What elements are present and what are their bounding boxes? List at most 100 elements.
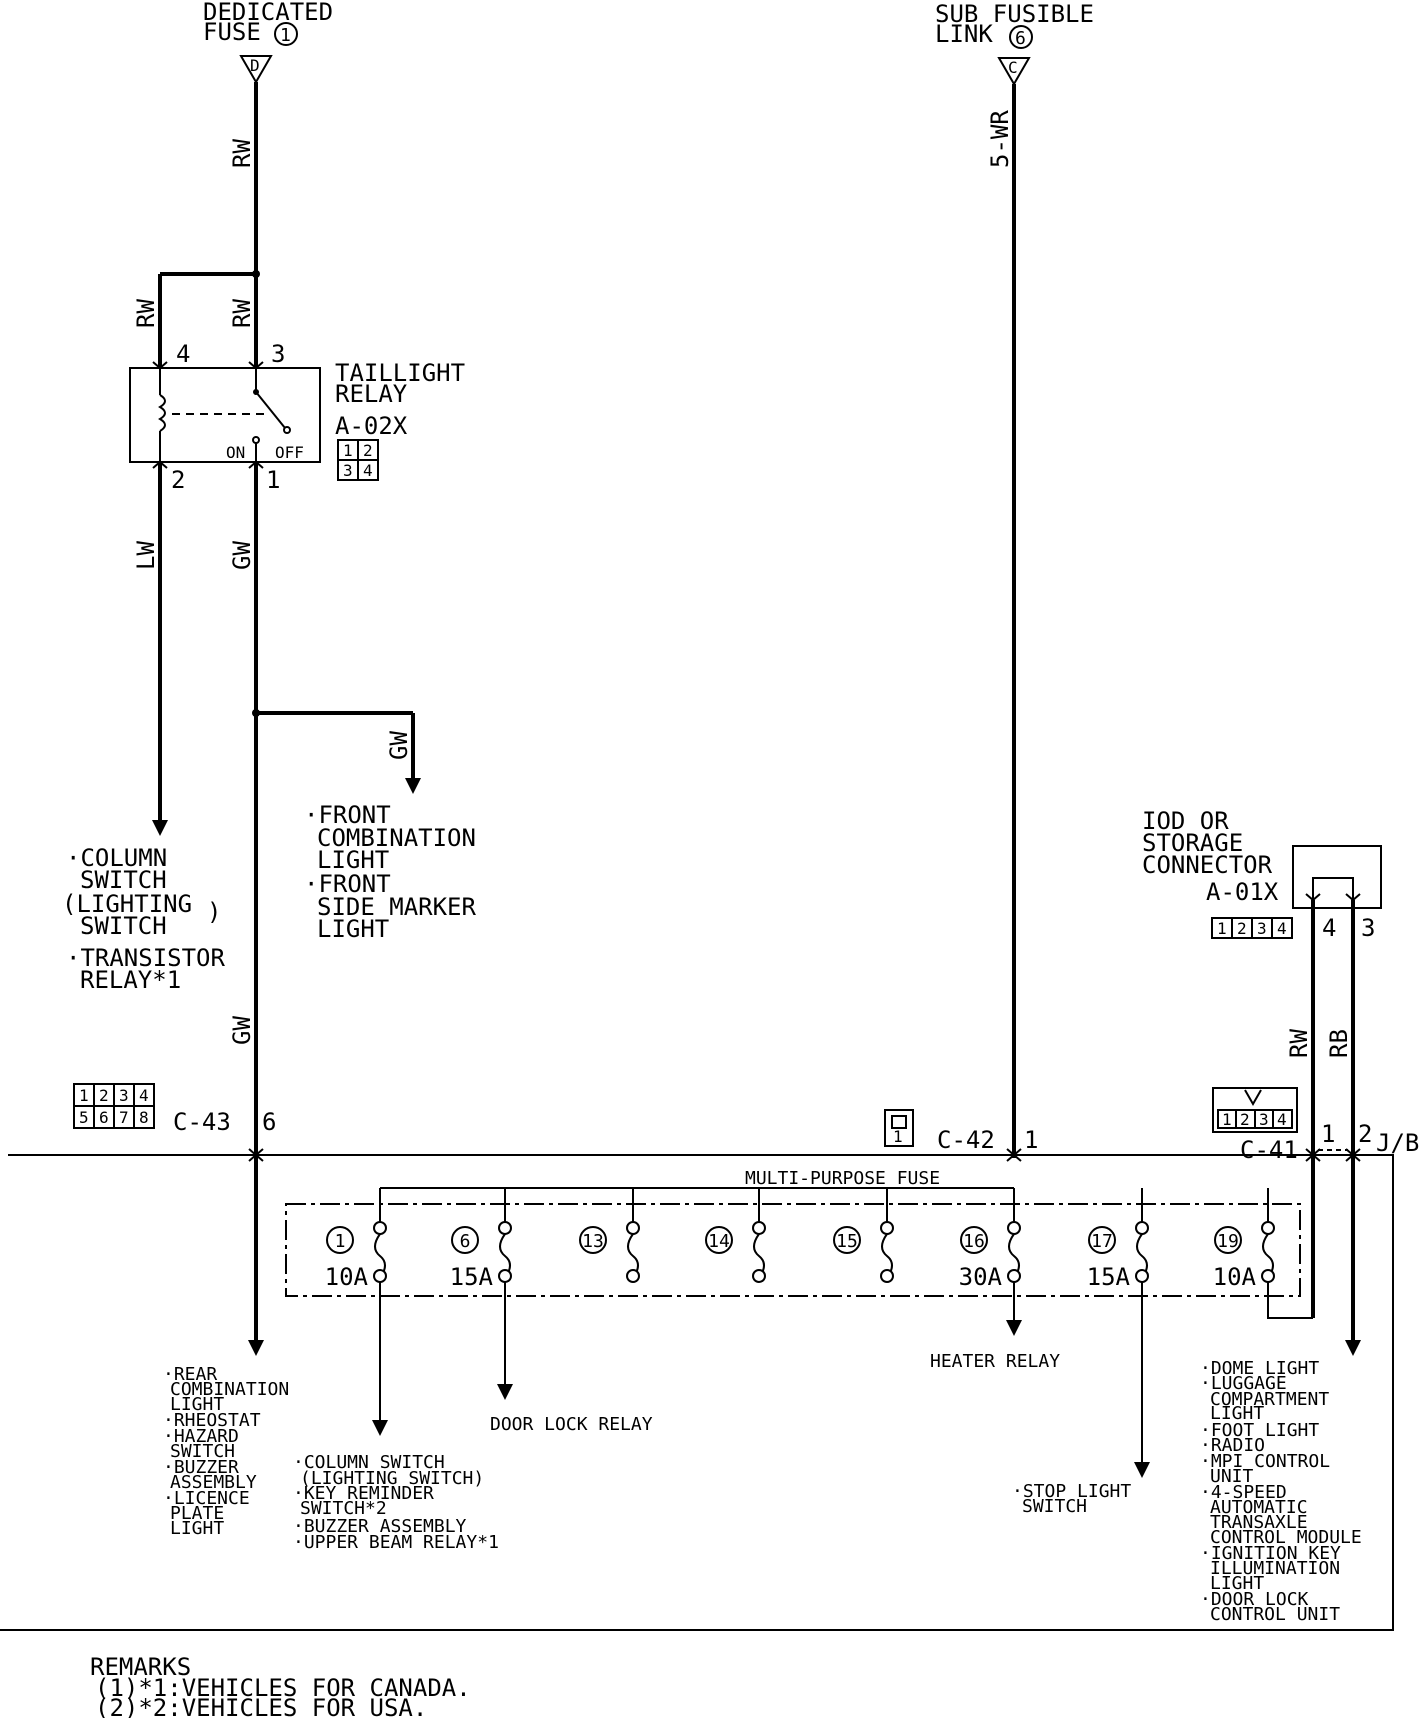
relay-off-contact xyxy=(283,426,291,434)
dedicated-fuse-label-1: DEDICATED xyxy=(203,0,333,26)
fuse-terminal-top xyxy=(880,1221,894,1235)
dome-line-3: COMPARTMENT xyxy=(1210,1389,1329,1410)
c43-connector-pin: 2 xyxy=(99,1086,109,1105)
c42-connector-pin: 1 xyxy=(893,1127,903,1146)
rear-line-7: ·BUZZER xyxy=(163,1457,239,1478)
iod-connector-box xyxy=(1292,845,1382,909)
dome-line-5: ·FOOT LIGHT xyxy=(1200,1420,1319,1441)
c43-connector-pin: 1 xyxy=(79,1086,89,1105)
iod-connector-pin: 2 xyxy=(1237,919,1247,938)
c42-code: C-42 xyxy=(937,1126,995,1154)
stop-line-1: ·STOP LIGHT xyxy=(1012,1481,1131,1502)
fuse-number: 13 xyxy=(582,1231,604,1252)
dome-line-2: ·LUGGAGE xyxy=(1200,1373,1287,1394)
fuse-13: 13 xyxy=(579,1188,640,1283)
relay-coil xyxy=(158,394,166,432)
fuse-terminal-top xyxy=(1261,1221,1275,1235)
column-line-5: ) xyxy=(207,898,221,926)
dedicated-fuse-number-circle xyxy=(274,22,298,46)
dome-line-17: CONTROL UNIT xyxy=(1210,1604,1340,1625)
fuse-terminal-top xyxy=(1007,1221,1021,1235)
column-line-3: (LIGHTING xyxy=(62,890,192,918)
remarks-title: REMARKS xyxy=(90,1653,191,1681)
fuse-box-title: MULTI-PURPOSE FUSE xyxy=(745,1168,940,1189)
fuse-15: 15 xyxy=(833,1188,894,1283)
dome-light-list: ·DOME LIGHT ·LUGGAGE COMPARTMENT LIGHT ·… xyxy=(1200,1358,1362,1625)
front-item-2-line-1: ·FRONT xyxy=(304,870,391,898)
relay-pin2: 2 xyxy=(171,466,185,494)
fuse-number-circle xyxy=(833,1226,861,1254)
dome-line-14: ILLUMINATION xyxy=(1210,1558,1340,1579)
c41-connector-pin: 2 xyxy=(1240,1110,1250,1129)
arrow-heater-relay xyxy=(1006,1320,1022,1336)
arrow-stop-light xyxy=(1134,1462,1150,1478)
remark-line-2: (2)*2:VEHICLES FOR USA. xyxy=(95,1694,427,1718)
splice-dot xyxy=(252,270,260,278)
fuse-rating: 10A xyxy=(1213,1263,1257,1291)
door-lock-relay-label: DOOR LOCK RELAY xyxy=(490,1414,653,1435)
remarks: REMARKS (1)*1:VEHICLES FOR CANADA. (2)*2… xyxy=(90,1653,471,1718)
iod-code: A-01X xyxy=(1206,878,1279,906)
dome-line-13: ·IGNITION KEY xyxy=(1200,1543,1341,1564)
c43-connector-pin: 4 xyxy=(139,1086,149,1105)
fuse-terminal-bottom xyxy=(626,1269,640,1283)
relay-connector-pin: 1 xyxy=(343,441,353,460)
c41-pin-1: 1 xyxy=(1321,1120,1335,1148)
fuse-terminal-top xyxy=(373,1221,387,1235)
fuse-terminal-top xyxy=(752,1221,766,1235)
c41-connector-pin: 3 xyxy=(1259,1110,1269,1129)
fuse-number-circle xyxy=(960,1226,988,1254)
col-out-line-2: (LIGHTING SWITCH) xyxy=(300,1468,484,1489)
iod-label-3: CONNECTOR xyxy=(1142,851,1273,879)
fuse-number: 17 xyxy=(1091,1231,1113,1252)
heater-relay-label: HEATER RELAY xyxy=(930,1351,1060,1372)
front-item-1-line-3: LIGHT xyxy=(317,846,389,874)
arrow-door-lock-relay xyxy=(497,1384,513,1400)
arrow-rear-combination xyxy=(248,1340,264,1356)
fuse-number: 16 xyxy=(963,1231,985,1252)
dome-line-4: LIGHT xyxy=(1210,1403,1264,1424)
fuse-number: 1 xyxy=(335,1231,346,1252)
stop-line-2: SWITCH xyxy=(1022,1496,1087,1517)
fuse-number-circle xyxy=(705,1226,733,1254)
col-out-line-5: ·BUZZER ASSEMBLY xyxy=(293,1516,467,1537)
c43-code: C-43 xyxy=(173,1108,231,1136)
relay-pin4: 4 xyxy=(176,340,190,368)
c42-pin: 1 xyxy=(1024,1126,1038,1154)
dome-line-8: UNIT xyxy=(1210,1466,1254,1487)
dome-line-11: TRANSAXLE xyxy=(1210,1512,1308,1533)
fuse-number: 6 xyxy=(460,1231,471,1252)
sub-fusible-terminal: C xyxy=(1008,58,1018,77)
relay-off-label: OFF xyxy=(275,443,304,462)
relay-connector-pin: 2 xyxy=(363,441,373,460)
dedicated-fuse-source: DEDICATED FUSE 1 D xyxy=(203,0,333,85)
dedicated-fuse-terminal-marker xyxy=(239,55,273,85)
sub-fusible-link-source: SUB FUSIBLE LINK 6 C xyxy=(935,0,1094,87)
rear-line-8: ASSEMBLY xyxy=(170,1472,257,1493)
front-item-1-line-2: COMBINATION xyxy=(317,824,476,852)
dedicated-fuse-terminal: D xyxy=(250,56,260,75)
wire-label-rw-iod: RW xyxy=(1285,1029,1313,1058)
connector-c41: 1 2 3 4 C-41 1 2 J/B xyxy=(1212,1087,1419,1164)
c43-connector-pin: 5 xyxy=(79,1108,89,1127)
fuse-rating: 15A xyxy=(1087,1263,1131,1291)
iod-pin4-mark xyxy=(1305,893,1321,902)
iod-jumper xyxy=(1312,877,1354,900)
arrow-front-combination xyxy=(405,778,421,794)
relay-code: A-02X xyxy=(335,412,408,440)
wire-label-gw-1: GW xyxy=(228,541,256,570)
c43-connector-pin: 8 xyxy=(139,1108,149,1127)
fuse-terminal-top xyxy=(626,1221,640,1235)
column-line-7: RELAY*1 xyxy=(80,966,181,994)
arrow-column-switch xyxy=(152,820,168,836)
dome-line-1: ·DOME LIGHT xyxy=(1200,1358,1319,1379)
c41-jb: J/B xyxy=(1376,1129,1419,1157)
col-out-line-6: ·UPPER BEAM RELAY*1 xyxy=(293,1532,499,1553)
front-item-2-line-3: LIGHT xyxy=(317,915,389,943)
relay-title-1: TAILLIGHT xyxy=(335,359,465,387)
